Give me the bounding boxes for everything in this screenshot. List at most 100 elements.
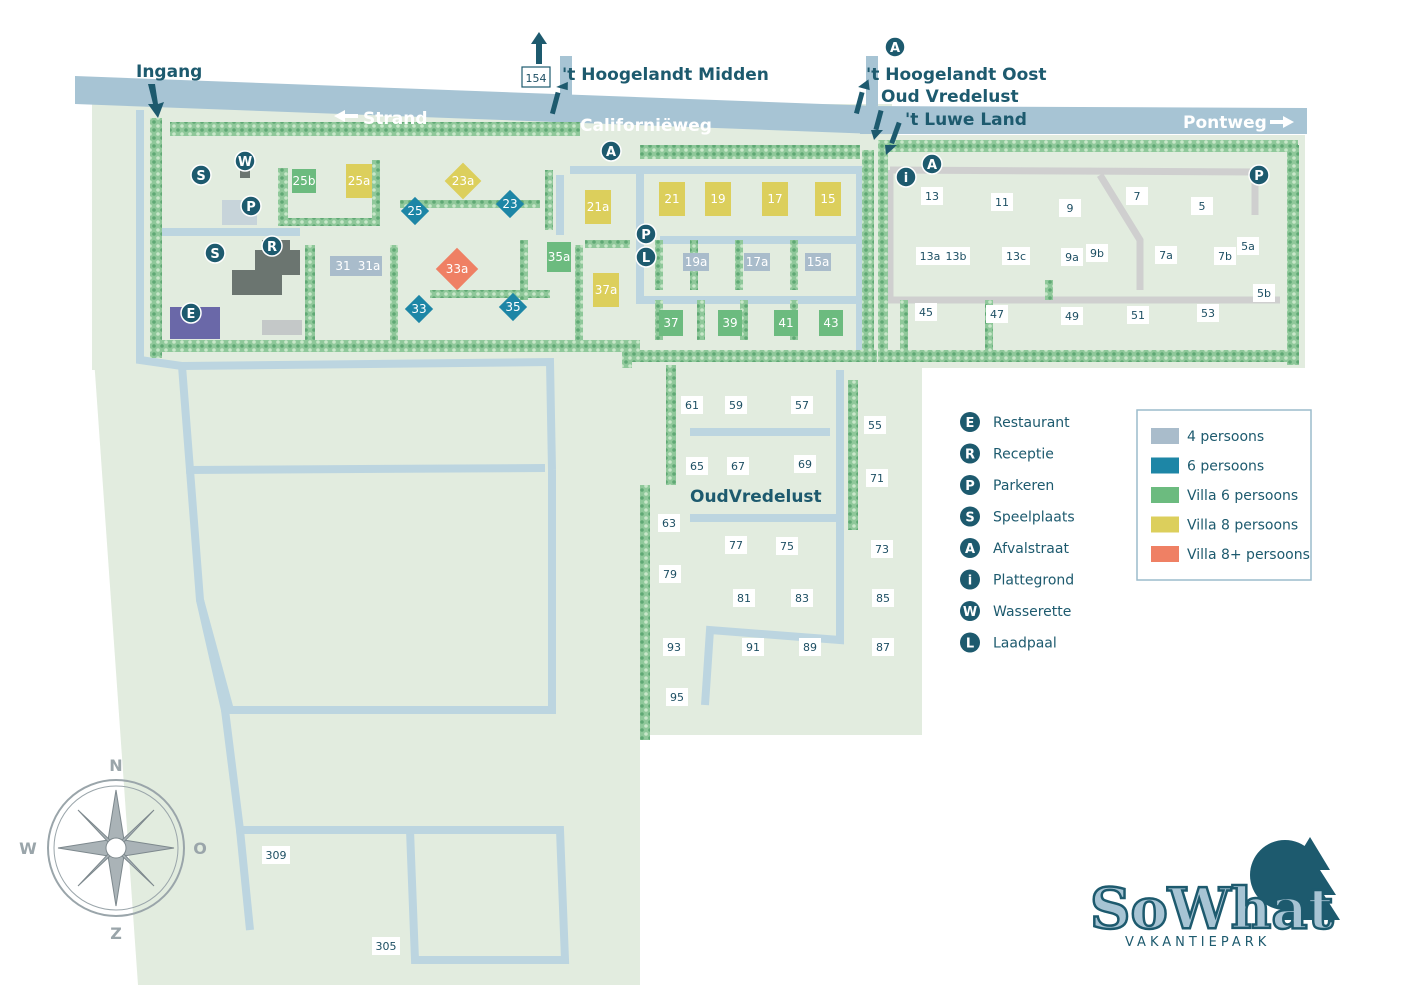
- compass-z: Z: [110, 924, 122, 943]
- marker-s1-icon[interactable]: S: [190, 164, 212, 186]
- oost-arrow-icon: [853, 79, 870, 115]
- marker-i-icon[interactable]: i: [895, 166, 917, 188]
- plot-45[interactable]: 45: [915, 303, 937, 321]
- house-41[interactable]: 41: [774, 310, 798, 336]
- house-label: 23: [502, 197, 517, 211]
- marker-s2-icon[interactable]: S: [204, 242, 226, 264]
- plot-87[interactable]: 87: [872, 638, 894, 656]
- house-39[interactable]: 39: [718, 310, 742, 336]
- marker-letter: A: [890, 41, 900, 56]
- plot-73[interactable]: 73: [871, 540, 893, 558]
- house-35[interactable]: 35: [498, 292, 528, 322]
- plot-91[interactable]: 91: [742, 638, 764, 656]
- plot-5[interactable]: 5: [1191, 197, 1213, 215]
- marker-a3-icon[interactable]: A: [921, 153, 943, 175]
- marker-a2-icon[interactable]: A: [884, 36, 906, 58]
- plot-89[interactable]: 89: [799, 638, 821, 656]
- legend-key-text: Plattegrond: [993, 573, 1074, 589]
- marker-w-icon[interactable]: W: [234, 150, 256, 172]
- plot-7b[interactable]: 7b: [1214, 247, 1236, 265]
- marker-letter: R: [267, 240, 277, 255]
- plot-label: 69: [798, 458, 812, 471]
- plot-5a[interactable]: 5a: [1237, 237, 1259, 255]
- house-37a[interactable]: 37a: [593, 273, 619, 307]
- plot-71[interactable]: 71: [866, 469, 888, 487]
- plot-85[interactable]: 85: [872, 589, 894, 607]
- plot-label: 87: [876, 641, 890, 654]
- plot-75[interactable]: 75: [776, 537, 798, 555]
- marker-a1-icon[interactable]: A: [600, 140, 622, 162]
- plot-9a[interactable]: 9a: [1061, 248, 1083, 266]
- plot-13b[interactable]: 13b: [942, 247, 970, 265]
- legend-type-text: Villa 8 persoons: [1187, 518, 1298, 534]
- plot-63[interactable]: 63: [658, 514, 680, 532]
- house-21a[interactable]: 21a: [585, 190, 611, 224]
- plot-51[interactable]: 51: [1127, 306, 1149, 324]
- plot-7a[interactable]: 7a: [1155, 246, 1177, 264]
- marker-p3-icon[interactable]: P: [1248, 164, 1270, 186]
- plot-49[interactable]: 49: [1061, 307, 1083, 325]
- house-21[interactable]: 21: [659, 182, 685, 216]
- plot-9b[interactable]: 9b: [1086, 244, 1108, 262]
- plot-83[interactable]: 83: [791, 589, 813, 607]
- legend-type-3: Villa 8 persoons: [1151, 516, 1298, 534]
- compass-o: O: [193, 839, 207, 858]
- plot-label: 7b: [1218, 250, 1232, 263]
- place-labels: Ingang Strand Californiëweg Pontweg 't H…: [136, 62, 1267, 507]
- house-17[interactable]: 17: [762, 182, 788, 216]
- house-33[interactable]: 33: [404, 294, 434, 324]
- house-label: 37: [663, 316, 678, 330]
- house-23a[interactable]: 23a: [444, 162, 482, 200]
- plot-309[interactable]: 309: [262, 846, 290, 864]
- plot-13c[interactable]: 13c: [1002, 247, 1030, 265]
- house-15[interactable]: 15: [815, 182, 841, 216]
- plot-7[interactable]: 7: [1126, 187, 1148, 205]
- house-19[interactable]: 19: [705, 182, 731, 216]
- marker-r-icon[interactable]: R: [261, 235, 283, 257]
- plot-label: 13a: [920, 250, 941, 263]
- plot-9[interactable]: 9: [1059, 199, 1081, 217]
- plot-81[interactable]: 81: [733, 589, 755, 607]
- marker-p2-icon[interactable]: P: [635, 223, 657, 245]
- plot-79[interactable]: 79: [659, 565, 681, 583]
- plot-61[interactable]: 61: [681, 396, 703, 414]
- house-43[interactable]: 43: [819, 310, 843, 336]
- legend-type-text: Villa 8+ persoons: [1187, 547, 1310, 563]
- house-31[interactable]: 31: [330, 256, 356, 276]
- plot-13a[interactable]: 13a: [916, 247, 944, 265]
- house-25b[interactable]: 25b: [292, 169, 316, 193]
- house-37[interactable]: 37: [659, 310, 683, 336]
- marker-p1-icon[interactable]: P: [240, 195, 262, 217]
- house-33a[interactable]: 33a: [435, 247, 479, 291]
- plot-69[interactable]: 69: [794, 455, 816, 473]
- marker-e-icon[interactable]: E: [180, 302, 202, 324]
- plot-77[interactable]: 77: [725, 536, 747, 554]
- plot-53[interactable]: 53: [1197, 304, 1219, 322]
- house-label: 31a: [358, 259, 381, 273]
- house-25a[interactable]: 25a: [346, 164, 372, 198]
- right-arrow-icon: [1270, 116, 1294, 128]
- plot-67[interactable]: 67: [727, 457, 749, 475]
- plot-65[interactable]: 65: [686, 457, 708, 475]
- house-17a[interactable]: 17a: [744, 253, 770, 271]
- plot-95[interactable]: 95: [666, 688, 688, 706]
- plot-55[interactable]: 55: [864, 416, 886, 434]
- plot-59[interactable]: 59: [725, 396, 747, 414]
- marker-letter: P: [1254, 169, 1264, 184]
- plot-11[interactable]: 11: [991, 193, 1013, 211]
- plot-13[interactable]: 13: [921, 187, 943, 205]
- plot-93[interactable]: 93: [663, 638, 685, 656]
- marker-l-icon[interactable]: L: [635, 246, 657, 268]
- house-19a[interactable]: 19a: [683, 253, 709, 271]
- plot-5b[interactable]: 5b: [1253, 284, 1275, 302]
- house-35a[interactable]: 35a: [547, 242, 571, 272]
- house-31a[interactable]: 31a: [356, 256, 382, 276]
- plot-47[interactable]: 47: [986, 305, 1008, 323]
- plot-57[interactable]: 57: [791, 396, 813, 414]
- house-15a[interactable]: 15a: [805, 253, 831, 271]
- plot-305[interactable]: 305: [372, 937, 400, 955]
- midden-label: 't Hoogelandt Midden: [562, 65, 769, 85]
